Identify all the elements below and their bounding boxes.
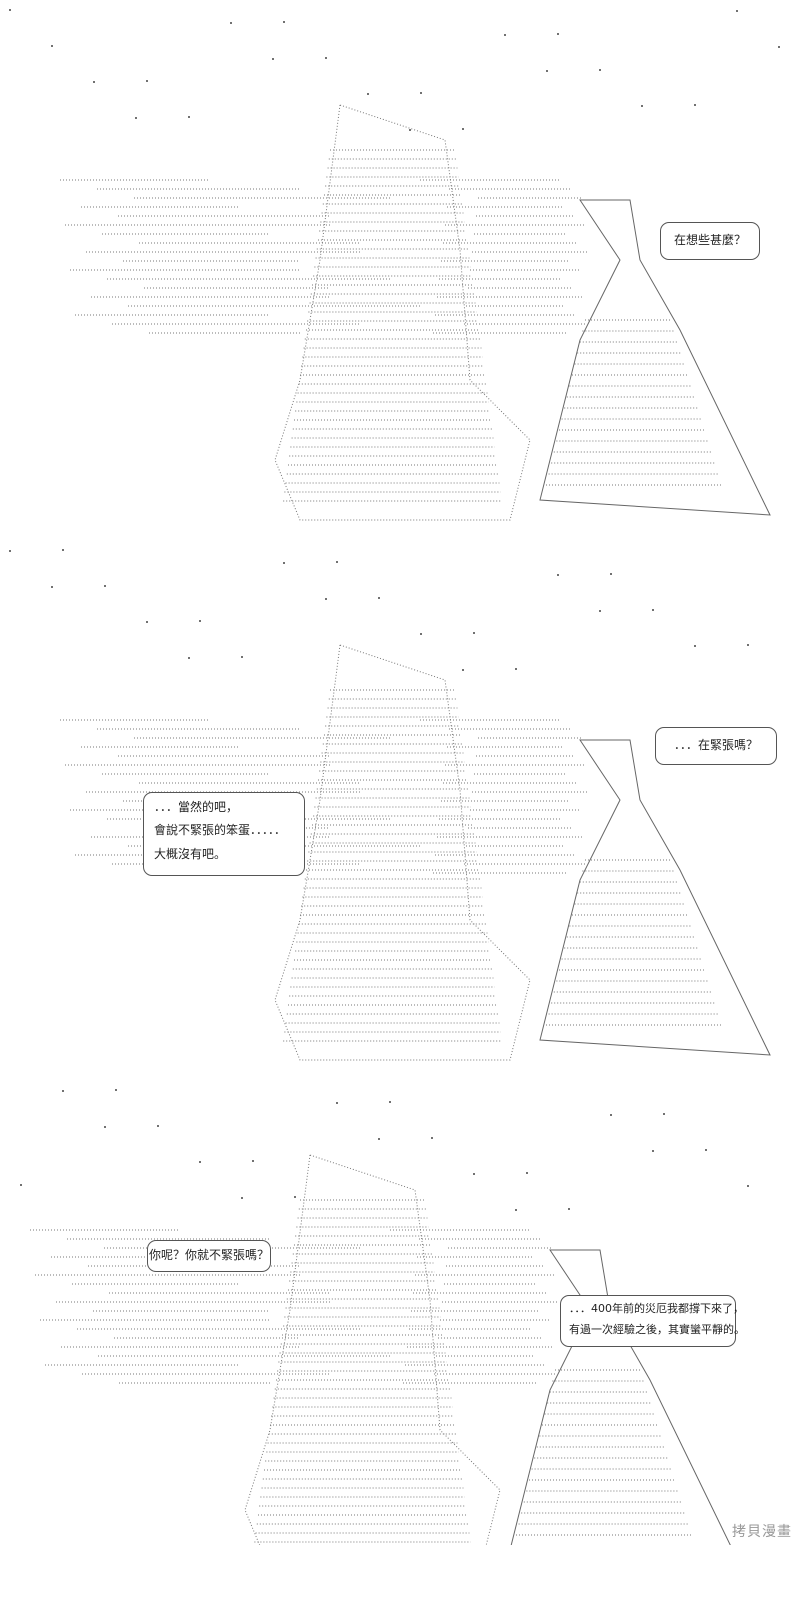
tower-art: [274, 644, 531, 1061]
panel-1: 在想些甚麼？: [0, 0, 800, 540]
speech-bubble: ．．．400年前的災厄我都撐下來了， 有過一次經驗之後，其實蠻平靜的。: [560, 1295, 745, 1347]
panel-2: ．．．在緊張嗎？ ．．．當然的吧， 會說不緊張的笨蛋．．．．． 大概沒有吧。: [0, 540, 800, 1080]
star-dot: [473, 632, 475, 634]
star-dot: [420, 92, 422, 94]
star-dot: [778, 46, 780, 48]
speech-bubble: ．．．在緊張嗎？: [655, 727, 777, 765]
star-dot: [736, 10, 738, 12]
star-dot: [431, 1137, 433, 1139]
bubble-text: 你呢？你就不緊張嗎？: [149, 1248, 270, 1263]
star-dot: [188, 657, 190, 659]
star-dot: [462, 128, 464, 130]
star-dot: [568, 1208, 570, 1210]
tower-art: [244, 1154, 501, 1545]
star-dot: [610, 573, 612, 575]
ascii-art-scene: [9, 549, 771, 1061]
star-dot: [336, 1102, 338, 1104]
star-dot: [462, 669, 464, 671]
bubble-text: 在想些甚麼？: [673, 233, 746, 248]
panel-3: 你呢？你就不緊張嗎？ ．．．400年前的災厄我都撐下來了， 有過一次經驗之後，其…: [0, 1080, 800, 1620]
bubble-text: ．．．400年前的災厄我都撐下來了，: [569, 1302, 744, 1315]
star-dot: [515, 1209, 517, 1211]
star-dot: [378, 1138, 380, 1140]
star-dot: [599, 610, 601, 612]
star-dot: [557, 33, 559, 35]
speech-bubble: ．．．當然的吧， 會說不緊張的笨蛋．．．．． 大概沒有吧。: [143, 792, 305, 876]
character-art: [539, 739, 771, 1056]
star-dot: [367, 93, 369, 95]
star-dot: [93, 81, 95, 83]
star-dot: [378, 597, 380, 599]
star-dot: [652, 609, 654, 611]
star-dot: [747, 644, 749, 646]
star-dot: [526, 1172, 528, 1174]
character-art: [539, 199, 771, 516]
star-dot: [199, 620, 201, 622]
tower-art: [274, 104, 531, 521]
star-dot: [515, 668, 517, 670]
star-dot: [557, 574, 559, 576]
star-dot: [409, 129, 411, 131]
star-dot: [747, 1185, 749, 1187]
star-dot: [420, 633, 422, 635]
bubble-text: 有過一次經驗之後，其實蠻平靜的。: [569, 1323, 745, 1337]
star-dot: [473, 1173, 475, 1175]
bubble-text: 大概沒有吧。: [154, 846, 227, 861]
star-dot: [389, 1101, 391, 1103]
speech-bubble: 在想些甚麼？: [660, 222, 760, 260]
star-dot: [694, 104, 696, 106]
star-dot: [230, 22, 232, 24]
star-dot: [283, 21, 285, 23]
star-dot: [252, 1160, 254, 1162]
ascii-art-scene: [9, 9, 780, 521]
star-dot: [115, 1089, 117, 1091]
speech-bubble: 你呢？你就不緊張嗎？: [147, 1240, 271, 1272]
star-dot: [135, 117, 137, 119]
star-dot: [188, 116, 190, 118]
bubble-text: ．．．在緊張嗎？: [673, 738, 758, 753]
star-dot: [20, 1184, 22, 1186]
star-dot: [51, 586, 53, 588]
star-dot: [146, 621, 148, 623]
star-dot: [610, 1114, 612, 1116]
star-dot: [51, 45, 53, 47]
star-dot: [104, 585, 106, 587]
star-dot: [199, 1161, 201, 1163]
star-dot: [9, 9, 11, 11]
star-dot: [157, 1125, 159, 1127]
star-dot: [504, 34, 506, 36]
star-dot: [641, 105, 643, 107]
bubble-text: 會說不緊張的笨蛋．．．．．: [154, 823, 287, 838]
star-dot: [294, 1196, 296, 1198]
star-dot: [241, 656, 243, 658]
star-dot: [62, 549, 64, 551]
star-dot: [694, 645, 696, 647]
star-dot: [325, 57, 327, 59]
star-dot: [62, 1090, 64, 1092]
star-dot: [336, 561, 338, 563]
star-dot: [283, 562, 285, 564]
star-dot: [272, 58, 274, 60]
star-dot: [325, 598, 327, 600]
star-dot: [652, 1150, 654, 1152]
star-dot: [599, 69, 601, 71]
bubble-text: ．．．當然的吧，: [154, 800, 239, 814]
star-dot: [9, 550, 11, 552]
watermark: 拷貝漫畫: [732, 1524, 792, 1540]
star-dot: [663, 1113, 665, 1115]
star-dot: [146, 80, 148, 82]
star-dot: [546, 70, 548, 72]
star-dot: [241, 1197, 243, 1199]
star-dot: [705, 1149, 707, 1151]
star-dot: [104, 1126, 106, 1128]
